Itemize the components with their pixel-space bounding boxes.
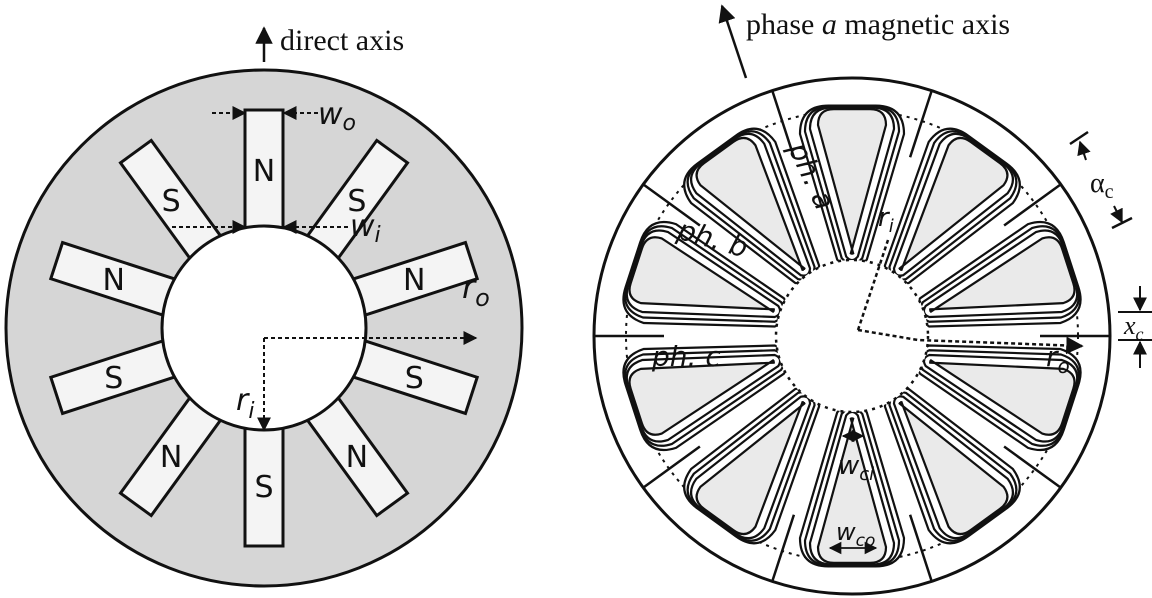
- alpha-c-arrow-top: [1077, 140, 1091, 161]
- magnet-bar: N: [349, 240, 480, 318]
- alpha-c-tick-bottom: [1111, 216, 1133, 230]
- stator-divider-line: [771, 514, 796, 582]
- stator-coil: [622, 220, 790, 328]
- magnet-bar: N: [243, 108, 285, 232]
- coil-window: [695, 400, 806, 536]
- direct-axis-label: direct axis: [280, 24, 404, 57]
- magnet-bar: S: [243, 424, 285, 548]
- magnet-bar: S: [349, 338, 480, 416]
- coil-group: [622, 104, 1082, 568]
- stator-coil: [683, 127, 821, 286]
- coil-window: [628, 359, 776, 436]
- stator-divider-line: [908, 90, 933, 158]
- stator-coil: [914, 220, 1082, 328]
- wci-label: wci: [838, 451, 874, 485]
- coil-window: [898, 400, 1009, 536]
- stator-ro-line: [857, 328, 1084, 355]
- magnet-rect: [243, 108, 285, 232]
- stator-divider-line: [642, 445, 701, 489]
- magnet-pole-label: S: [162, 184, 181, 219]
- magnet-pole-label: S: [254, 470, 273, 505]
- coil-window: [695, 136, 806, 272]
- coil-window: [628, 236, 776, 313]
- stator-divider-line: [771, 90, 796, 158]
- wco-label: wco: [836, 518, 875, 551]
- wo-label: wo: [318, 97, 356, 136]
- coil-window: [898, 136, 1009, 272]
- magnet-pole-label: N: [160, 440, 182, 475]
- coil-window: [928, 359, 1076, 436]
- magnet-pole-label: S: [347, 184, 366, 219]
- alpha-c-arrow-bottom: [1110, 205, 1123, 224]
- magnet-pole-label: N: [403, 263, 425, 298]
- magnet-pole-label: S: [104, 361, 123, 396]
- wi-label: wi: [350, 209, 381, 248]
- stator-divider-line: [642, 183, 701, 227]
- coil-window: [816, 108, 888, 255]
- ro-label: ro: [462, 268, 490, 312]
- stator-coil: [798, 104, 906, 270]
- xc-label: xc: [1123, 311, 1144, 344]
- stator-inner-dotted-circle: [774, 258, 930, 414]
- coil-label-ph-c: ph. c: [651, 340, 721, 373]
- magnet-pole-label: S: [405, 361, 424, 396]
- magnet-pole-label: N: [346, 440, 368, 475]
- alpha-c-tick-top: [1069, 130, 1089, 146]
- rotor-inner-bore: [160, 224, 368, 432]
- stator-divider-line: [1003, 183, 1062, 227]
- ri-label: ri: [236, 383, 254, 424]
- alpha-c-label: αc: [1090, 168, 1114, 203]
- stator-coil: [883, 127, 1021, 286]
- magnet-group: N S N S N S N S N S: [48, 108, 480, 548]
- stator-divider-line: [908, 514, 933, 582]
- rotor-diagram: N S N S N S N S N S direct axis wo wi ro ri: [4, 24, 524, 588]
- coil-window: [816, 417, 888, 564]
- magnet-rect: [243, 424, 285, 548]
- phase-a-axis-arrow: [718, 4, 748, 79]
- stator-divider-line: [1003, 445, 1062, 489]
- coil-window: [928, 236, 1076, 313]
- stator-coil: [914, 344, 1082, 452]
- stator-ro-label: ro: [1046, 340, 1070, 378]
- stator-diagram: phase a magnetic axis ph. a ph. b ph. c …: [592, 4, 1152, 596]
- magnet-pole-label: N: [103, 263, 125, 298]
- magnet-pole-label: N: [253, 154, 275, 189]
- phase-a-axis-label: phase a magnetic axis: [746, 8, 1010, 41]
- stator-ri-line: [856, 239, 890, 331]
- stator-ri-label: ri: [878, 203, 894, 237]
- stator-segment-dividers: [594, 90, 1110, 582]
